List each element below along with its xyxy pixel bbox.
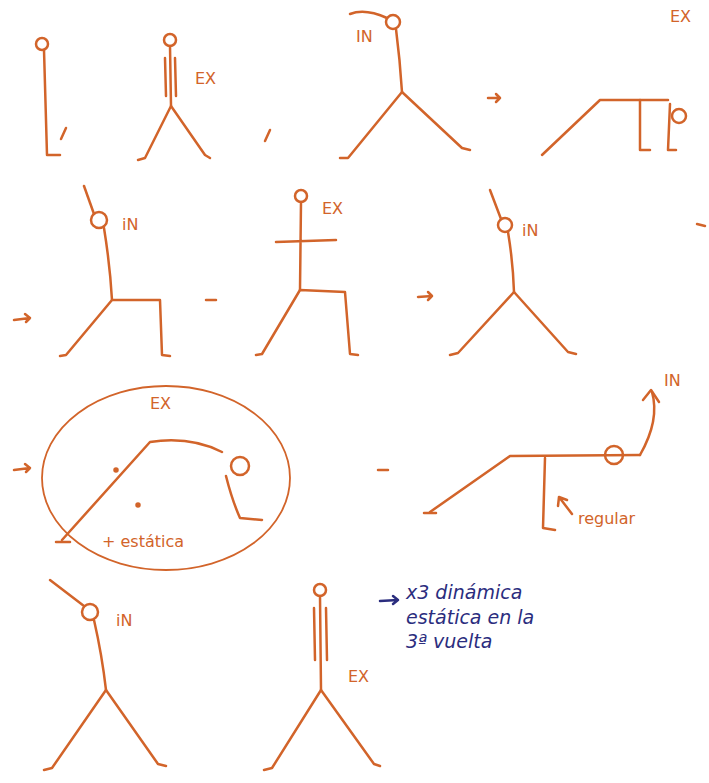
circled-pose: EX + estática [40,384,292,572]
breath-label: iN [522,222,538,240]
figure-reach-up [450,190,576,355]
separator-mark [206,299,216,302]
separator-arrow [488,94,500,102]
pose-note: EX [150,394,171,413]
figure-final-stance [264,584,380,770]
note-arrow [380,596,398,604]
breath-label: EX [322,200,343,218]
separator-mark [61,128,66,139]
separator-mark [265,130,270,141]
breath-label: iN [116,612,132,630]
breath-label: IN [356,28,373,46]
breath-label: EX [195,70,216,88]
breath-label: EX [670,8,691,26]
figure-standing [36,38,60,155]
separator-arrow [418,292,432,300]
figure-down-dog [56,440,262,542]
separator-arrow [14,464,30,472]
separator-arrow [14,314,30,322]
circle-outline-shape [42,386,290,570]
figure-wide-stance [138,34,210,160]
figure-lunge-arm-forward [256,190,358,355]
figure-warrior-arms-up [60,186,170,356]
breath-label: iN [122,216,138,234]
breath-label: regular [578,510,635,528]
figure-forward-fold [542,100,686,155]
breath-label: EX [348,668,369,686]
figure-side-bend-return [44,580,166,770]
separator-mark [697,224,705,226]
breath-label: IN [664,372,681,390]
leader-arrow [558,497,572,514]
figure-side-bend [340,12,470,158]
pose-note: + estática [102,532,184,551]
figure-lunge-twist [424,390,659,530]
separator-mark [378,469,388,472]
repetition-note: x3 dinámica estática en la 3ª vuelta [406,580,558,654]
